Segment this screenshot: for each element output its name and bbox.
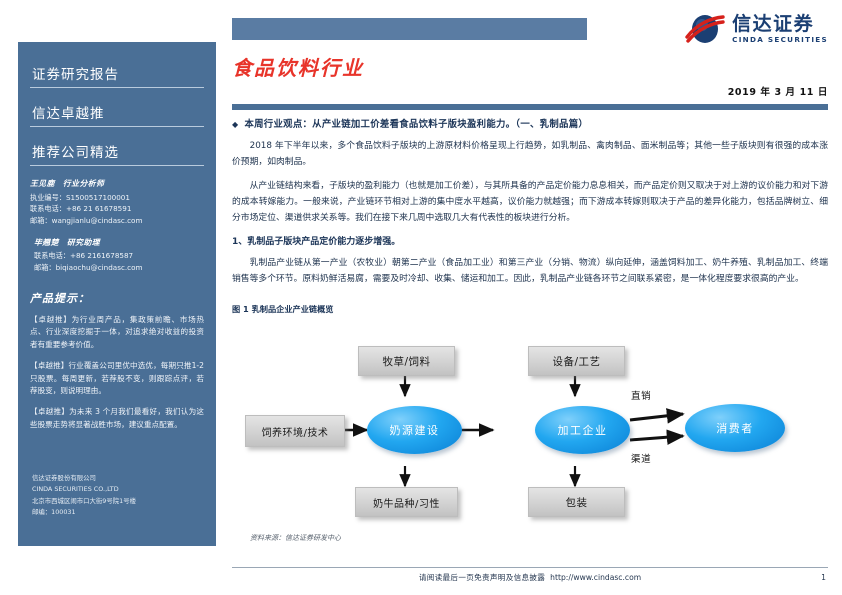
product-tips-title: 产品提示：: [30, 291, 90, 305]
cinda-logo: 信达证券 CINDA SECURITIES: [685, 14, 828, 44]
diagram-connectors: [343, 374, 685, 488]
diagram-node-consumer: 消费者: [685, 404, 785, 452]
cinda-logo-text-en: CINDA SECURITIES: [732, 34, 828, 44]
diagram-node-processing-enterprise: 加工企业: [535, 406, 630, 454]
product-tip-1: 【卓越推】为行业周产品，集政策前瞻、市场热点、行业深度挖掘于一体，对追求绝对收益…: [30, 314, 204, 350]
page-number: 1: [821, 573, 826, 582]
analyst-primary-name-row: 王见鹿行业分析师: [30, 178, 204, 191]
sidebar-heading-research-report: 证券研究报告: [30, 58, 204, 88]
analyst-secondary-email[interactable]: 邮箱：biqiaochu@cindasc.com: [34, 262, 143, 272]
analyst-secondary-name: 毕翘楚: [34, 237, 59, 247]
body-paragraph-1: 2018 年下半年以来，多个食品饮料子版块的上游原材料价格呈现上行趋势，如乳制品…: [232, 141, 828, 167]
diagram-edge-label-direct-sales: 直销: [631, 388, 651, 402]
figure-source: 资料来源：信达证券研发中心: [250, 534, 341, 542]
report-date: 2019 年 3 月 11 日: [727, 87, 828, 98]
diagram-node-equipment-process: 设备/工艺: [528, 346, 625, 376]
main-content: ◆ 本周行业观点：从产业链加工价差看食品饮料子版块盈利能力。（一、乳制品篇） 2…: [232, 116, 828, 315]
analyst-secondary: 毕翘楚研究助理 联系电话：+86 2161678587 邮箱：biqiaochu…: [30, 237, 204, 274]
header-accent-bar: [232, 18, 587, 40]
diagram-node-cow-breed-habit: 奶牛品种/习性: [355, 487, 458, 517]
analyst-primary: 王见鹿行业分析师 执业编号：S1500517100001 联系电话：+86 21…: [30, 178, 204, 227]
cinda-logo-text: 信达证券 CINDA SECURITIES: [732, 12, 828, 44]
company-postcode: 邮编：100031: [32, 507, 76, 516]
product-tip-3: 【卓越推】为未来 3 个月我们最看好，我们认为这些股票走势将显著战胜市场，建议重…: [30, 407, 204, 429]
diagram-node-milk-source-label: 奶源建设: [389, 424, 440, 437]
body-paragraph-2: 从产业链结构来看，子版块的盈利能力（也就是加工价差），与其所具备的产品定价能力息…: [232, 181, 828, 223]
direct-sales-text: 直销: [631, 391, 652, 402]
diagram-node-equipment-process-label: 设备/工艺: [552, 355, 601, 368]
analyst-primary-name: 王见鹿: [30, 179, 55, 188]
analyst-primary-phone: 联系电话：+86 21 61678591: [30, 204, 132, 214]
page-title: 食品饮料行业: [232, 56, 364, 80]
diagram-node-processing-enterprise-label: 加工企业: [557, 424, 608, 437]
analyst-primary-role: 行业分析师: [62, 179, 105, 188]
sidebar-company-info: 信达证券股份有限公司 CINDA SECURITIES CO.,LTD 北京市西…: [32, 473, 136, 518]
sidebar: 证券研究报告 信达卓越推 推荐公司精选 王见鹿行业分析师 执业编号：S15005…: [18, 42, 216, 546]
section-subheading: 1、乳制品子版块产品定价能力逐步增强。: [232, 237, 401, 247]
diagram-node-feeding-env-tech-label: 饲养环境/技术: [261, 427, 329, 439]
body-paragraph-3: 乳制品产业链从第一产业（农牧业）朝第二产业（食品加工业）和第三产业（分销、物流）…: [232, 258, 828, 284]
analyst-primary-email[interactable]: 邮箱：wangjianlu@cindasc.com: [30, 215, 143, 225]
sidebar-heading-cinda-excellence: 信达卓越推: [30, 97, 204, 127]
diagram-node-grass-feed-label: 牧草/饲料: [382, 355, 431, 368]
cinda-logo-icon: [685, 14, 725, 44]
weekly-viewpoint-text: 本周行业观点：从产业链加工价差看食品饮料子版块盈利能力。（一、乳制品篇）: [244, 119, 589, 130]
diamond-bullet-icon: ◆: [232, 120, 239, 129]
company-name-en: CINDA SECURITIES CO.,LTD: [32, 485, 119, 494]
analyst-secondary-phone: 联系电话：+86 2161678587: [34, 251, 134, 261]
analyst-secondary-name-row: 毕翘楚研究助理: [34, 237, 204, 250]
diagram-edge-label-channel: 渠道: [631, 451, 651, 465]
analyst-secondary-role: 研究助理: [66, 237, 101, 247]
diagram-node-consumer-label: 消费者: [716, 422, 754, 435]
company-name-cn: 信达证券股份有限公司: [32, 474, 96, 483]
diagram-node-milk-source: 奶源建设: [367, 406, 462, 454]
figure-caption: 图 1 乳制品企业产业链概览: [232, 304, 334, 314]
company-address: 北京市西城区闹市口大街9号院1号楼: [32, 496, 136, 505]
footer-website-link[interactable]: http://www.cindasc.com: [550, 573, 642, 582]
diagram-node-cow-breed-habit-label: 奶牛品种/习性: [373, 498, 440, 510]
analyst-primary-license: 执业编号：S1500517100001: [30, 192, 130, 202]
diagram-node-packaging: 包装: [528, 487, 625, 517]
diagram-node-grass-feed: 牧草/饲料: [358, 346, 455, 376]
footer-disclaimer-note: 请阅读最后一页免责声明及信息披露: [418, 573, 546, 582]
product-tip-2: 【卓越推】行业覆盖公司里优中选优，每期只推1-2只股票。每周更新，若荐股不变，则…: [30, 360, 204, 396]
header-divider: [232, 104, 828, 110]
diagram-node-feeding-env-tech: 饲养环境/技术: [245, 415, 345, 447]
page-footer: 请阅读最后一页免责声明及信息披露 http://www.cindasc.com …: [232, 567, 828, 583]
cinda-logo-text-cn: 信达证券: [732, 12, 815, 35]
industry-chain-diagram: 牧草/饲料 设备/工艺 饲养环境/技术 奶源建设 加工企业 消费者 奶牛品种/习…: [245, 344, 825, 529]
weekly-viewpoint-heading: ◆ 本周行业观点：从产业链加工价差看食品饮料子版块盈利能力。（一、乳制品篇）: [232, 116, 828, 130]
sidebar-heading-recommended-companies: 推荐公司精选: [30, 136, 204, 166]
channel-text: 渠道: [631, 454, 652, 465]
diagram-node-packaging-label: 包装: [565, 496, 588, 509]
